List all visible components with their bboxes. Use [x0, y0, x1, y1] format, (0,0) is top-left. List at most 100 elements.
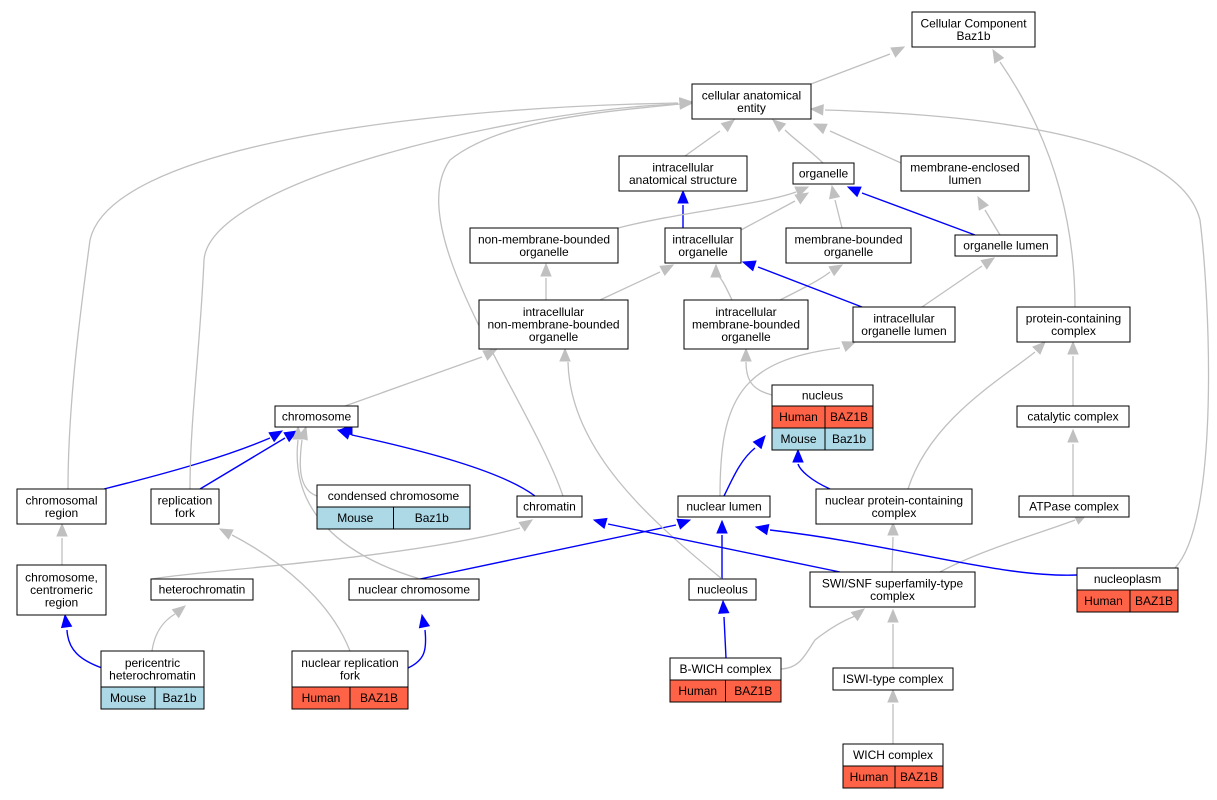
- edge-line: [151, 613, 176, 652]
- gene-label: Baz1b: [415, 511, 449, 525]
- edge-line: [567, 361, 723, 580]
- edge-line: [921, 265, 983, 308]
- node-atpase: ATPase complex: [1018, 495, 1130, 518]
- node-label: organelle: [529, 330, 579, 344]
- edge-line: [824, 109, 1210, 569]
- edge-line: [66, 629, 103, 669]
- edge-line: [599, 271, 661, 301]
- node-box: [348, 578, 480, 601]
- node-box: [1016, 306, 1131, 343]
- node-label: condensed chromosome: [328, 489, 460, 503]
- node-nucleolus: nucleolus: [688, 578, 757, 601]
- node-label: non-membrane-bounded: [478, 232, 610, 246]
- edge-line: [299, 439, 318, 497]
- is-a-edge: [992, 48, 1076, 308]
- node-label: region: [45, 506, 78, 520]
- node-label: non-membrane-bounded: [487, 318, 619, 332]
- node-box: [688, 578, 757, 601]
- is-a-edge: [907, 341, 1046, 490]
- node-label: chromatin: [523, 500, 576, 514]
- gene-cell: [894, 765, 944, 789]
- is-a-edge: [218, 528, 351, 652]
- is-a-edge: [719, 341, 857, 497]
- gene-cell: [824, 427, 874, 451]
- node-label: organelle lumen: [963, 239, 1048, 253]
- node-label: intracellular: [523, 305, 584, 319]
- edge-line: [891, 536, 894, 573]
- node-box: [900, 155, 1030, 192]
- arrowhead: [60, 613, 73, 629]
- edge-line: [740, 200, 796, 231]
- node-label: complex: [1051, 324, 1096, 338]
- node-box: [832, 667, 954, 691]
- edge-line: [797, 463, 831, 490]
- arrowhead: [841, 341, 857, 352]
- edges-layer: [56, 46, 1210, 744]
- node-label: anatomical structure: [629, 173, 737, 187]
- node-box: [150, 488, 220, 525]
- edge-line: [999, 61, 1076, 308]
- node-nchrom: nuclear chromosome: [348, 578, 480, 601]
- node-label: intracellular: [715, 305, 776, 319]
- edge-line: [861, 192, 976, 236]
- edge-line: [103, 437, 271, 490]
- arrowhead: [887, 688, 899, 703]
- gene-label: BAZ1B: [1135, 594, 1173, 608]
- is-a-edge: [1067, 340, 1079, 406]
- gene-cell: [725, 679, 782, 703]
- node-label: catalytic complex: [1027, 410, 1118, 424]
- arrowhead: [754, 523, 770, 536]
- node-label: organelle: [721, 330, 771, 344]
- arrowhead: [794, 186, 810, 198]
- arrowhead: [740, 347, 752, 362]
- node-label: pericentric: [125, 656, 180, 670]
- is-a-edge: [710, 263, 733, 301]
- node-label: intracellular: [873, 311, 934, 325]
- arrowhead: [292, 425, 304, 440]
- arrowhead: [1032, 341, 1046, 355]
- is-a-edge: [540, 262, 552, 300]
- node-box: [664, 227, 742, 264]
- species-label: Human: [678, 684, 717, 698]
- part-of-edge: [723, 435, 766, 497]
- gene-label: BAZ1B: [360, 691, 398, 705]
- node-box: [911, 11, 1036, 48]
- is-a-edge: [921, 257, 996, 308]
- node-label: nuclear chromosome: [358, 583, 470, 597]
- is-a-edge: [599, 264, 675, 301]
- arrowhead: [518, 519, 534, 532]
- node-label: replication: [158, 493, 213, 507]
- node-label: chromosome,: [25, 571, 98, 585]
- arrowhead: [794, 192, 810, 205]
- edge-line: [984, 209, 1001, 236]
- edge-line: [607, 523, 841, 573]
- edge-line: [617, 191, 797, 229]
- edge-line: [810, 53, 891, 85]
- arrowhead: [809, 104, 824, 116]
- node-box: [516, 495, 583, 518]
- node-chromatin: chromatin: [516, 495, 583, 518]
- arrowhead: [1067, 340, 1079, 355]
- node-box: [478, 299, 629, 350]
- arrowhead: [171, 605, 187, 619]
- edge-line: [719, 347, 841, 497]
- edge-line: [780, 615, 856, 670]
- part-of-edge: [741, 260, 863, 308]
- is-a-edge: [684, 119, 736, 157]
